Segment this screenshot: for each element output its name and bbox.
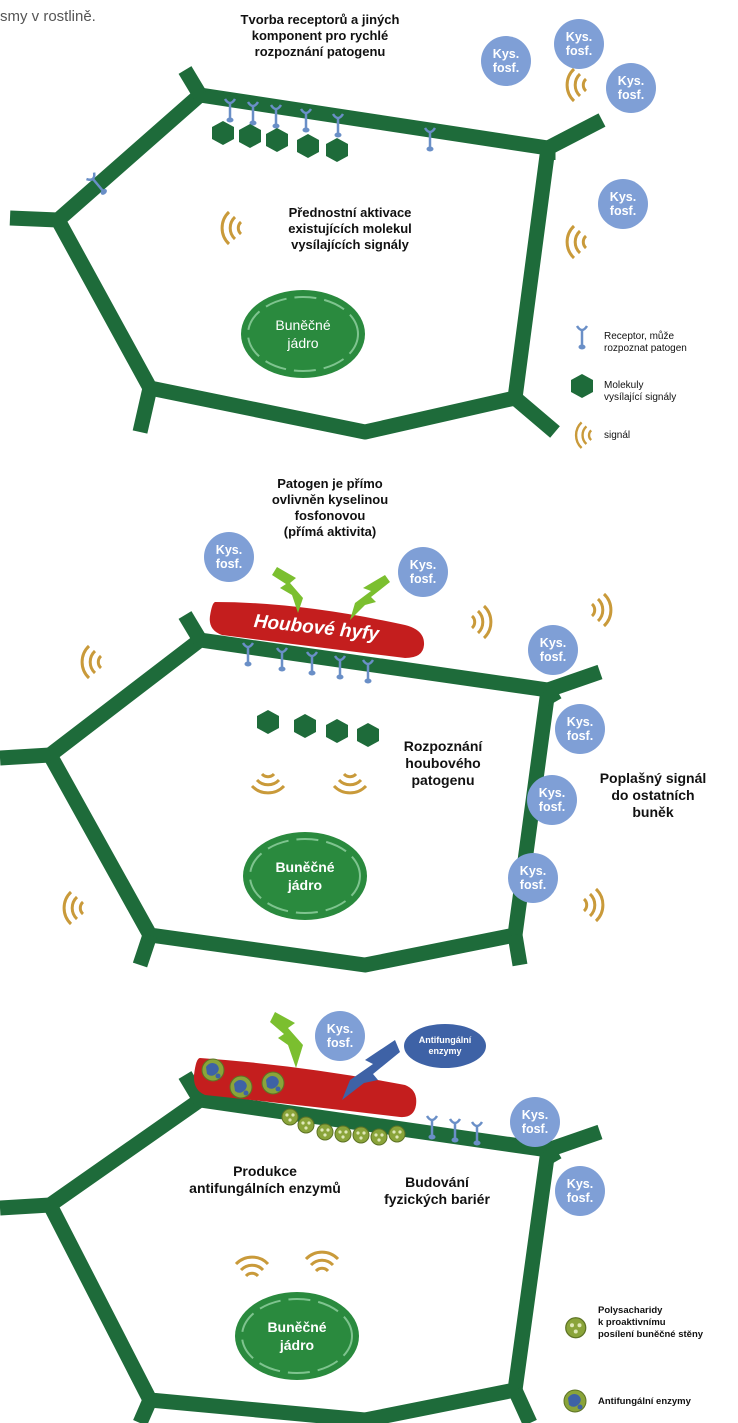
acid-bubble: Kys.fosf. xyxy=(606,63,656,113)
panel1-center-text: Přednostní aktivace existujících molekul… xyxy=(288,205,412,252)
hyphae-panel2 xyxy=(209,602,425,658)
panel3-production: Produkce antifungálních enzymů xyxy=(189,1163,341,1196)
panel2-alarm: Poplašný signál do ostatních buněk xyxy=(599,770,707,820)
acid-bubble: Kys.fosf. xyxy=(527,775,577,825)
nucleus-panel3 xyxy=(235,1292,359,1380)
legend1-icons xyxy=(571,324,593,450)
nucleus-label-panel2: Buněčné jádro xyxy=(275,859,335,893)
acid-bubble: Kys.fosf. xyxy=(315,1011,365,1061)
top-text: smy v rostlině. xyxy=(0,8,96,25)
legend-antifungal-enzymes: Antifungální enzymy xyxy=(598,1396,691,1407)
acid-bubble: Kys.fosf. xyxy=(510,1097,560,1147)
cell-wall-panel2 xyxy=(0,611,603,973)
cell-wall-panel1 xyxy=(9,66,606,440)
signal-molecules-panel2 xyxy=(257,710,379,747)
nucleus-label-panel1: Buněčné jádro xyxy=(275,317,331,351)
panel1-heading: Tvorba receptorů a jiných komponent pro … xyxy=(240,12,400,59)
acid-bubble: Kys.fosf. xyxy=(508,853,558,903)
acid-bubble: Kys.fosf. xyxy=(555,704,605,754)
acid-bubble: Kys.fosf. xyxy=(598,179,648,229)
panel3-barriers: Budování fyzických bariér xyxy=(384,1174,490,1207)
legend-signal: signál xyxy=(604,430,631,441)
legend-polysaccharides: Polysacharidy k proaktivnímu posílení bu… xyxy=(598,1305,704,1340)
nucleus-panel1 xyxy=(241,290,365,378)
signals-panel3 xyxy=(234,1250,340,1278)
nucleus-panel2 xyxy=(243,832,367,920)
nucleus-label-panel3: Buněčné jádro xyxy=(267,1319,327,1353)
acid-bubble: Kys.fosf. xyxy=(554,19,604,69)
lightning-panel3 xyxy=(270,1012,400,1100)
legend3-icons xyxy=(563,1317,587,1413)
hyphae-panel3 xyxy=(193,1058,417,1118)
acid-bubble: Kys.fosf. xyxy=(528,625,578,675)
acid-bubble: Kys.fosf. xyxy=(398,547,448,597)
acid-bubble: Kys.fosf. xyxy=(481,36,531,86)
lightning-panel2 xyxy=(272,567,390,620)
acid-bubble: Kys.fosf. xyxy=(204,532,254,582)
acid-bubble: Kys.fosf. xyxy=(555,1166,605,1216)
panel2-recognition: Rozpoznání houbového patogenu xyxy=(403,738,483,788)
panel2-heading: Patogen je přímo ovlivněn kyselinou fosf… xyxy=(271,476,389,539)
cell-wall-panel3 xyxy=(0,1071,603,1423)
signal-molecules-panel1 xyxy=(212,121,348,162)
